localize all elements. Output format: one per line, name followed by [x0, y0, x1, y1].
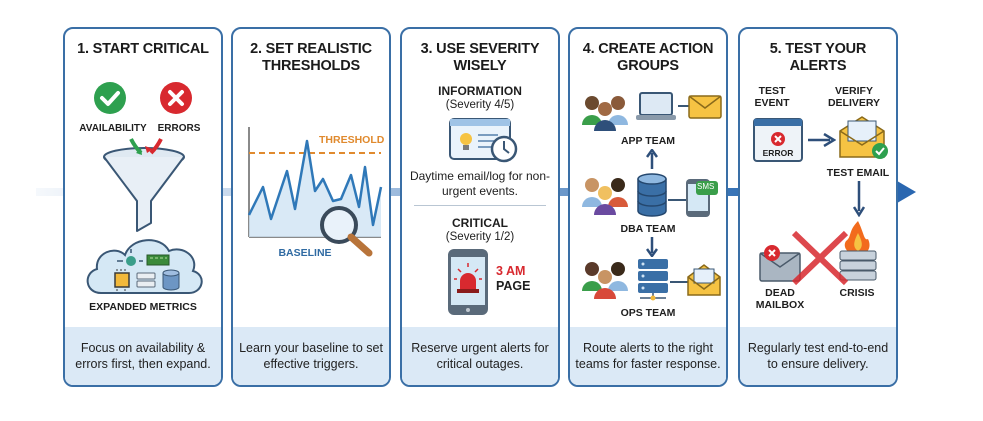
- cpu-icon: [114, 269, 130, 291]
- crisis-label: CRISIS: [839, 287, 875, 299]
- memory-icon: [146, 254, 170, 266]
- team-people-icon: [582, 96, 628, 131]
- info-severity: (Severity 4/5): [445, 99, 515, 111]
- network-icon: [117, 249, 143, 266]
- error-window-icon: [753, 118, 803, 162]
- page-time: 3 AM: [496, 264, 526, 278]
- siren-icon: [454, 263, 482, 293]
- info-description: Daytime email/log for non-urgent events.: [409, 169, 551, 198]
- cloud-icon: [86, 239, 203, 294]
- team-people-icon: [582, 262, 628, 299]
- dead-mailbox-icon: [759, 245, 801, 282]
- step-title: 5. TEST YOUR ALERTS: [769, 41, 867, 74]
- step-panel-set-thresholds: 2. SET REALISTIC THRESHOLDS THRESHOLD BA…: [231, 27, 391, 387]
- step-panel-start-critical: 1. START CRITICAL AVAILABILITY ERRORS EX…: [63, 27, 223, 387]
- arrow-up-icon: [646, 149, 658, 169]
- step-footer: Learn your baseline to set effective tri…: [233, 327, 389, 385]
- step-title: 4. CREATE ACTION GROUPS: [582, 41, 714, 74]
- database-icon: [162, 269, 180, 291]
- team-name-dba: DBA TEAM: [620, 223, 676, 235]
- email-check-icon: [839, 116, 888, 159]
- step-footer: Route alerts to the right teams for fast…: [570, 327, 726, 385]
- arrow-right-icon: [808, 133, 836, 147]
- expanded-metrics-label: EXPANDED METRICS: [89, 301, 197, 313]
- server-rack-icon: [638, 259, 668, 301]
- verify-delivery-label: VERIFY DELIVERY: [827, 85, 881, 109]
- email-open-icon: [687, 264, 721, 296]
- step-title: 2. SET REALISTIC THRESHOLDS: [250, 41, 372, 74]
- sms-phone-icon: [686, 179, 718, 217]
- funnel-icon: [103, 138, 185, 232]
- step-panel-action-groups: 4. CREATE ACTION GROUPS APP TEAM SMS DBA…: [568, 27, 728, 387]
- x-circle-icon: [160, 82, 192, 114]
- dead-mailbox-label: DEAD MAILBOX: [755, 287, 805, 311]
- team-name-app: APP TEAM: [620, 135, 676, 147]
- info-heading: INFORMATION: [438, 84, 522, 98]
- arrow-down-icon: [646, 237, 658, 257]
- sms-label: SMS: [697, 182, 715, 191]
- threshold-label: THRESHOLD: [319, 134, 385, 146]
- phone-icon: [448, 249, 488, 315]
- team-people-icon: [582, 178, 628, 215]
- lightbulb-window-icon: [449, 118, 518, 163]
- divider: [414, 205, 546, 206]
- arrow-down-icon: [853, 181, 865, 217]
- clock-icon: [490, 135, 518, 163]
- red-x-icon: [791, 230, 849, 286]
- test-email-label: TEST EMAIL: [826, 167, 890, 179]
- step-footer: Focus on availability & errors first, th…: [65, 327, 221, 385]
- server-icon: [136, 272, 156, 288]
- step-panel-use-severity: 3. USE SEVERITY WISELY INFORMATION (Seve…: [400, 27, 560, 387]
- step-panel-test-alerts: 5. TEST YOUR ALERTS TEST EVENT VERIFY DE…: [738, 27, 898, 387]
- step-title: 1. START CRITICAL: [77, 41, 209, 57]
- baseline-label: BASELINE: [278, 247, 332, 259]
- team-name-ops: OPS TEAM: [620, 307, 676, 319]
- critical-heading: CRITICAL: [452, 216, 508, 230]
- database-icon: [637, 173, 667, 217]
- step-footer: Regularly test end-to-end to ensure deli…: [740, 327, 896, 385]
- test-event-label: TEST EVENT: [754, 85, 790, 109]
- critical-severity: (Severity 1/2): [445, 231, 515, 243]
- error-label: ERROR: [762, 148, 794, 158]
- check-circle-icon: [94, 82, 126, 114]
- email-icon: [688, 95, 722, 119]
- step-footer: Reserve urgent alerts for critical outag…: [402, 327, 558, 385]
- availability-label: AVAILABILITY: [79, 123, 147, 134]
- step-title: 3. USE SEVERITY WISELY: [420, 41, 540, 74]
- magnifier-icon: [320, 206, 373, 257]
- page-word: PAGE: [496, 279, 531, 293]
- errors-label: ERRORS: [157, 123, 201, 134]
- laptop-icon: [636, 92, 676, 120]
